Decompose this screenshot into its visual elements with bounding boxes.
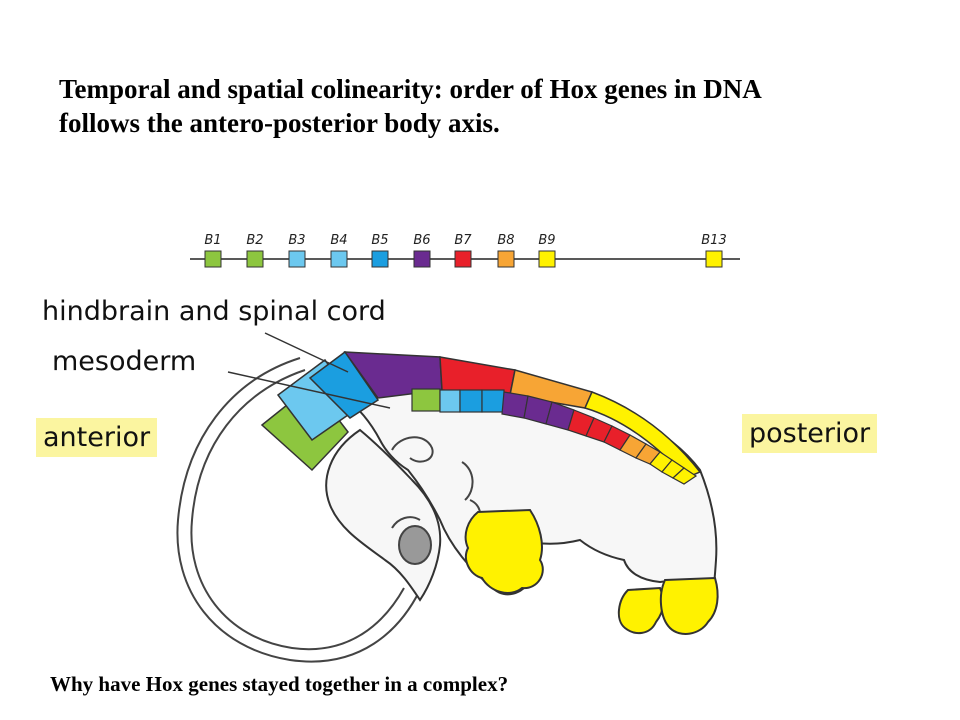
slide-title: Temporal and spatial colinearity: order … xyxy=(59,72,929,140)
gene-label-b1: B1 xyxy=(204,233,221,248)
gene-box-b2 xyxy=(246,250,264,268)
eye-icon xyxy=(398,525,432,565)
gene-label-b3: B3 xyxy=(288,233,305,248)
mesoderm-pointer xyxy=(227,371,391,409)
somite-row xyxy=(411,388,698,485)
title-line-1: Temporal and spatial colinearity: order … xyxy=(59,74,762,104)
gene-label-b4: B4 xyxy=(330,233,347,248)
somite xyxy=(671,467,698,485)
hindbrain-pointer xyxy=(264,332,349,373)
embryo-inner-outline xyxy=(190,369,405,651)
gene-label-b6: B6 xyxy=(413,233,430,248)
gene-label-b2: B2 xyxy=(246,233,263,248)
somite xyxy=(459,389,483,413)
gene-label-b13: B13 xyxy=(701,233,726,248)
gene-box-b1 xyxy=(204,250,222,268)
somite xyxy=(411,388,441,412)
posterior-label: posterior xyxy=(742,414,878,453)
gene-box-b6 xyxy=(413,250,431,268)
forelimb-bud xyxy=(464,508,544,594)
somite xyxy=(439,389,461,413)
gene-box-b9 xyxy=(538,250,556,268)
embryo-outer-outline xyxy=(176,357,421,663)
ear-icon xyxy=(391,436,434,463)
segment-b7 xyxy=(439,356,516,396)
gene-label-b9: B9 xyxy=(538,233,555,248)
gene-box-b5 xyxy=(371,250,389,268)
hindlimb-bud-back xyxy=(659,576,719,635)
gene-box-b3 xyxy=(288,250,306,268)
gene-label-b5: B5 xyxy=(371,233,388,248)
gene-label-b8: B8 xyxy=(497,233,514,248)
anterior-label: anterior xyxy=(36,418,158,457)
gene-box-b13 xyxy=(705,250,723,268)
gene-box-b8 xyxy=(497,250,515,268)
hindbrain-label: hindbrain and spinal cord xyxy=(42,296,386,327)
gene-cluster: B1 B2 B3 B4 B5 B6 B7 B8 B9 B13 xyxy=(204,233,727,268)
somite xyxy=(481,389,505,413)
gene-label-b7: B7 xyxy=(454,233,472,248)
mesoderm-label: mesoderm xyxy=(52,346,197,377)
gene-box-b4 xyxy=(330,250,348,268)
eye-ridge xyxy=(391,516,421,529)
gene-box-b7 xyxy=(454,250,472,268)
question-text: Why have Hox genes stayed together in a … xyxy=(50,672,509,696)
title-line-2: follows the antero-posterior body axis. xyxy=(59,108,500,138)
hindlimb-bud-front xyxy=(617,586,665,635)
